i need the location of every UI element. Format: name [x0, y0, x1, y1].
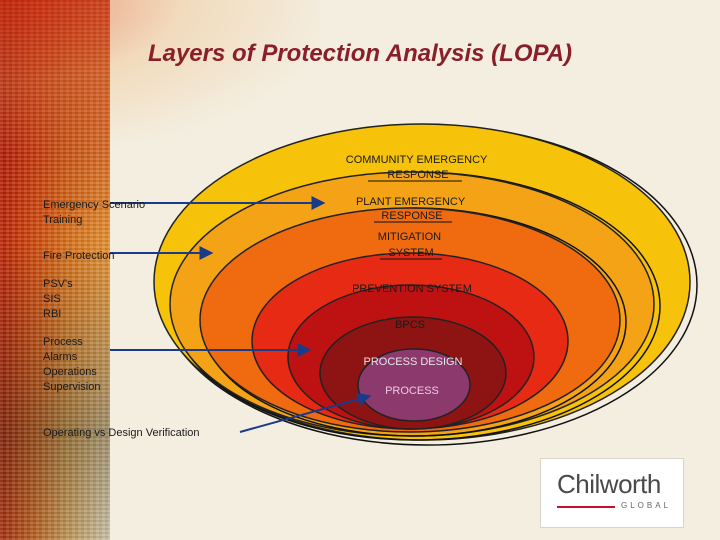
layer-label-line: PROCESS DESIGN — [363, 356, 462, 368]
company-logo: Chilworth GLOBAL — [540, 458, 684, 528]
logo-accent-line — [557, 506, 615, 508]
annotation-emergency-training: Emergency Scenario Training — [43, 198, 145, 228]
annotation-operating-verification: Operating vs Design Verification — [43, 426, 200, 441]
layer-label-line: PREVENTION SYSTEM — [352, 283, 472, 295]
layer-label-process-design: PROCESS DESIGN — [363, 356, 462, 368]
layer-label-line: RESPONSE — [381, 210, 442, 222]
layer-label-bpcs: BPCS — [395, 319, 425, 331]
layer-label-line: RESPONSE — [387, 169, 448, 181]
layer-label-line: BPCS — [395, 319, 425, 331]
layer-label-process: PROCESS — [385, 385, 439, 397]
layer-label-line: SYSTEM — [388, 247, 433, 259]
annotation-psv-sis-rbi: PSV's SIS RBI — [43, 277, 73, 322]
annotation-process-alarms: Process Alarms Operations Supervision — [43, 335, 100, 395]
layer-label-line: MITIGATION — [378, 231, 441, 243]
layer-label-prevention: PREVENTION SYSTEM — [352, 283, 472, 295]
annotation-fire-protection: Fire Protection — [43, 249, 115, 264]
layer-label-line: PROCESS — [385, 385, 439, 397]
layer-label-line: PLANT EMERGENCY — [356, 196, 466, 208]
layer-label-line: COMMUNITY EMERGENCY — [346, 154, 488, 166]
logo-subtitle: GLOBAL — [621, 501, 671, 510]
logo-wordmark: Chilworth — [557, 469, 661, 500]
